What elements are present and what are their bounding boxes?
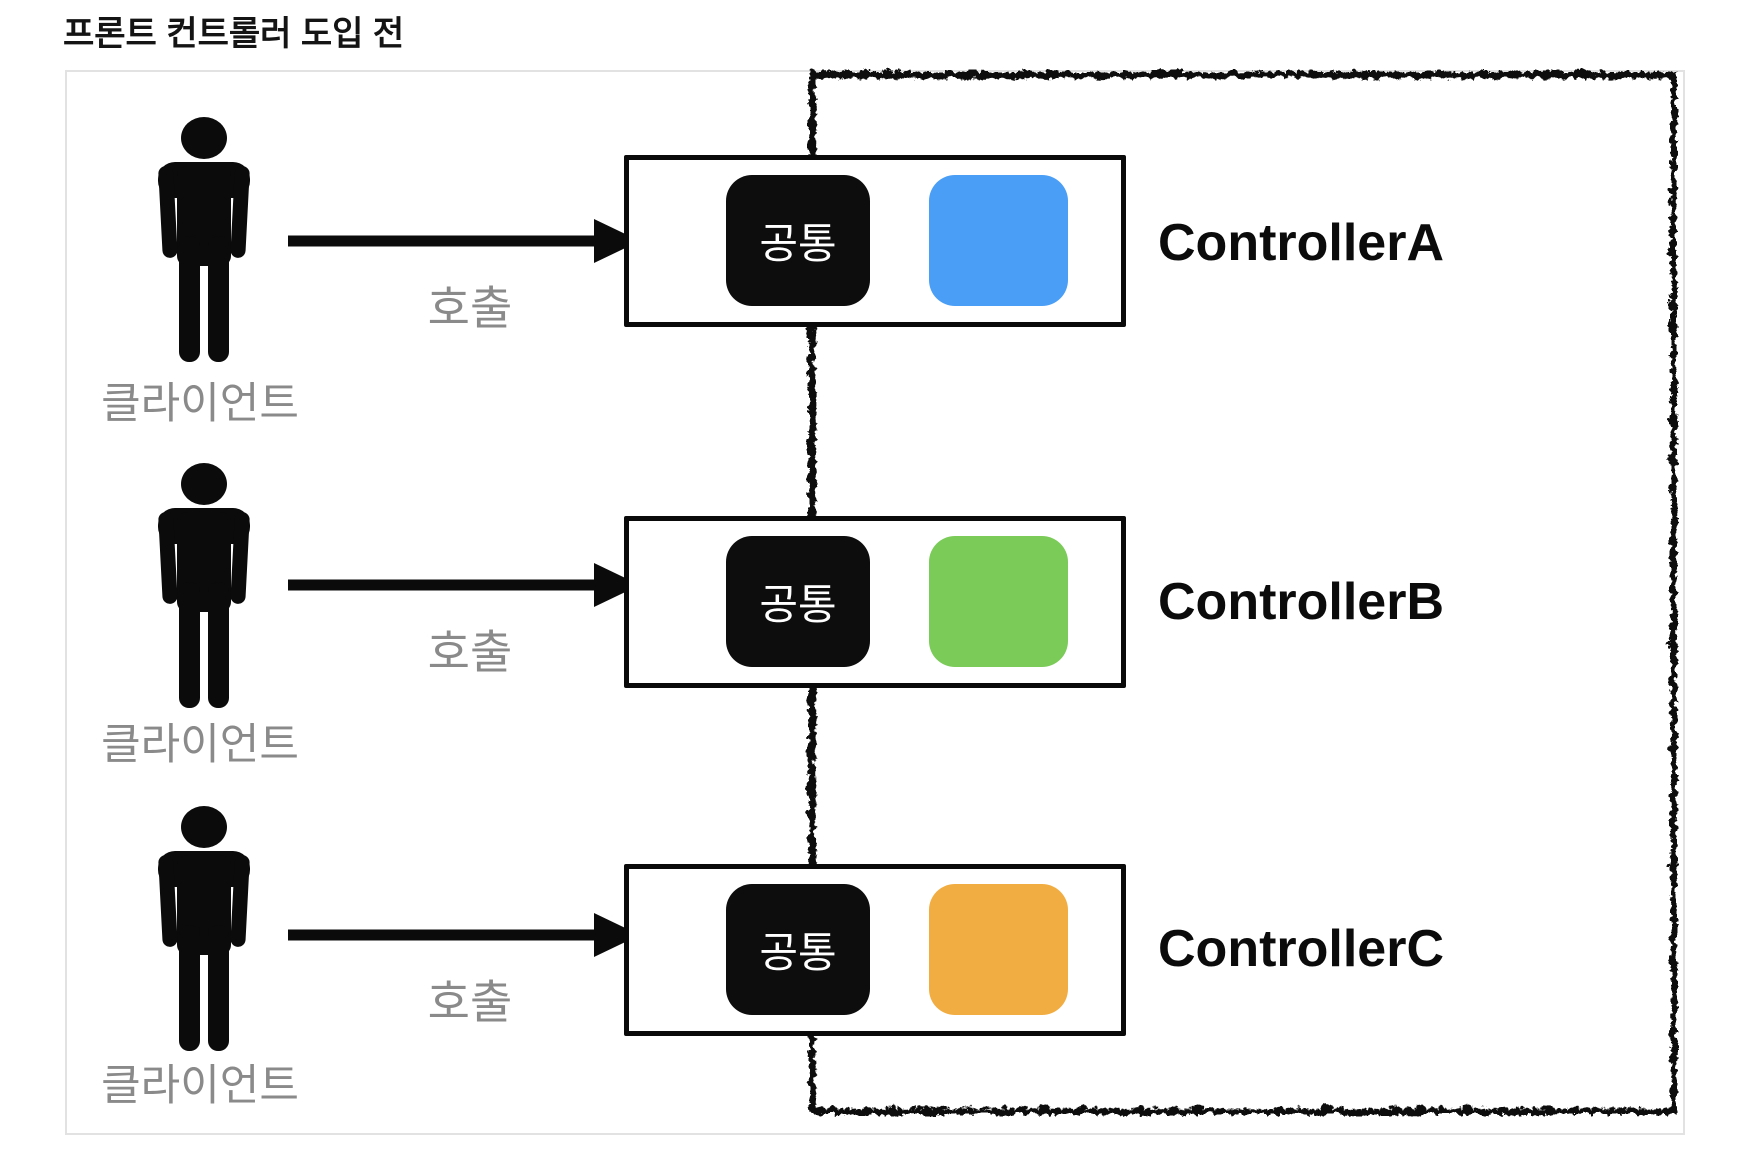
common-label: 공통 (759, 929, 837, 976)
handler-chip (929, 536, 1068, 667)
call-arrow-icon (288, 563, 640, 607)
call-arrow-icon (288, 219, 640, 263)
common-label: 공통 (759, 220, 837, 267)
call-arrow-icon (288, 913, 640, 957)
controller-box: 공통 (624, 155, 1126, 327)
page-title: 프론트 컨트롤러 도입 전 (63, 15, 405, 53)
call-label: 호출 (427, 282, 513, 334)
controller-name: ControllerB (1158, 573, 1444, 631)
client-person-icon (158, 117, 250, 362)
controller-box: 공통 (624, 864, 1126, 1036)
call-label: 호출 (427, 976, 513, 1028)
controller-name: ControllerC (1158, 920, 1444, 978)
client-label: 클라이언트 (101, 380, 299, 428)
common-chip: 공통 (726, 884, 870, 1015)
controller-box: 공통 (624, 516, 1126, 688)
client-person-icon (158, 463, 250, 708)
handler-chip (929, 175, 1068, 306)
controller-name: ControllerA (1158, 214, 1444, 272)
call-label: 호출 (427, 626, 513, 678)
client-label: 클라이언트 (101, 721, 299, 769)
client-label: 클라이언트 (101, 1062, 299, 1110)
client-person-icon (158, 806, 250, 1051)
common-chip: 공통 (726, 536, 870, 667)
common-label: 공통 (759, 581, 837, 628)
common-chip: 공통 (726, 175, 870, 306)
handler-chip (929, 884, 1068, 1015)
